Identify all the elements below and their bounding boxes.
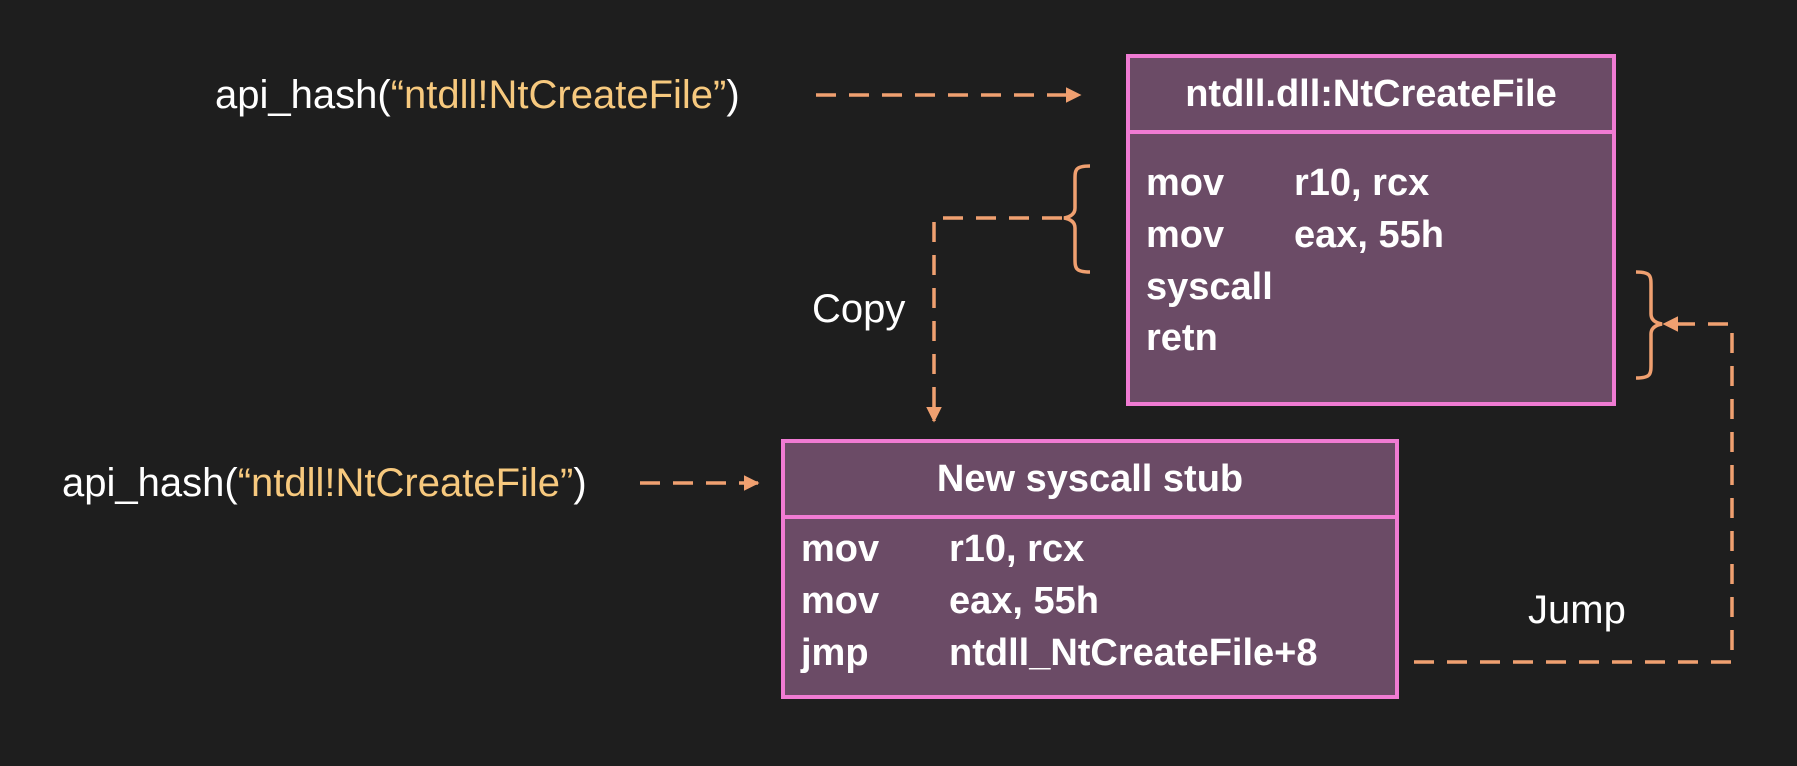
bottom-api-hash-call: api_hash(“ntdll!NtCreateFile”) (62, 463, 587, 503)
stub-instruction-row: mov eax, 55h (801, 575, 1099, 627)
instruction-operands: r10, rcx (949, 528, 1085, 570)
ntdll-box-title: ntdll.dll:NtCreateFile (1130, 58, 1612, 134)
instruction-operands: eax, 55h (1294, 214, 1444, 256)
call-prefix: api_hash( (62, 461, 238, 505)
instruction-operands: eax, 55h (949, 580, 1099, 622)
instruction-opcode: mov (801, 528, 880, 570)
instruction-opcode: mov (1146, 162, 1225, 204)
top-api-hash-call: api_hash(“ntdll!NtCreateFile”) (215, 75, 740, 115)
instruction-opcode: jmp (801, 632, 869, 674)
call-open-quote: “ (390, 73, 405, 117)
call-close-quote: ” (713, 73, 727, 117)
copy-arrow (926, 216, 1062, 423)
call-argument: ntdll!NtCreateFile (404, 73, 714, 117)
copy-brace (1063, 164, 1091, 274)
copy-label: Copy (812, 287, 906, 331)
stub-box-title: New syscall stub (785, 443, 1395, 519)
call-close-quote: ” (560, 461, 574, 505)
call-open-quote: “ (237, 461, 252, 505)
call-argument: ntdll!NtCreateFile (251, 461, 561, 505)
ntdll-instruction-row: mov r10, rcx (1146, 157, 1429, 209)
jump-label: Jump (1528, 588, 1626, 632)
ntdll-function-box: ntdll.dll:NtCreateFile mov r10, rcx mov ea… (1126, 54, 1616, 406)
instruction-opcode: syscall (1146, 266, 1273, 308)
stub-instruction-row: jmp ntdll_NtCreateFile+8 (801, 627, 1318, 679)
call-suffix: ) (573, 461, 587, 505)
instruction-opcode: mov (1146, 214, 1225, 256)
instruction-opcode: retn (1146, 317, 1218, 359)
ntdll-instruction-row: syscall (1146, 261, 1294, 313)
call-suffix: ) (726, 73, 740, 117)
ntdll-instruction-row: retn (1146, 312, 1294, 364)
instruction-operands: ntdll_NtCreateFile+8 (949, 632, 1318, 674)
ntdll-instruction-row: mov eax, 55h (1146, 209, 1444, 261)
instruction-operands: r10, rcx (1294, 162, 1430, 204)
instruction-opcode: mov (801, 580, 880, 622)
syscall-stub-box: New syscall stub mov r10, rcx mov eax, 55h… (781, 439, 1399, 699)
call-prefix: api_hash( (215, 73, 391, 117)
stub-instruction-row: mov r10, rcx (801, 523, 1084, 575)
jump-brace (1635, 270, 1663, 380)
